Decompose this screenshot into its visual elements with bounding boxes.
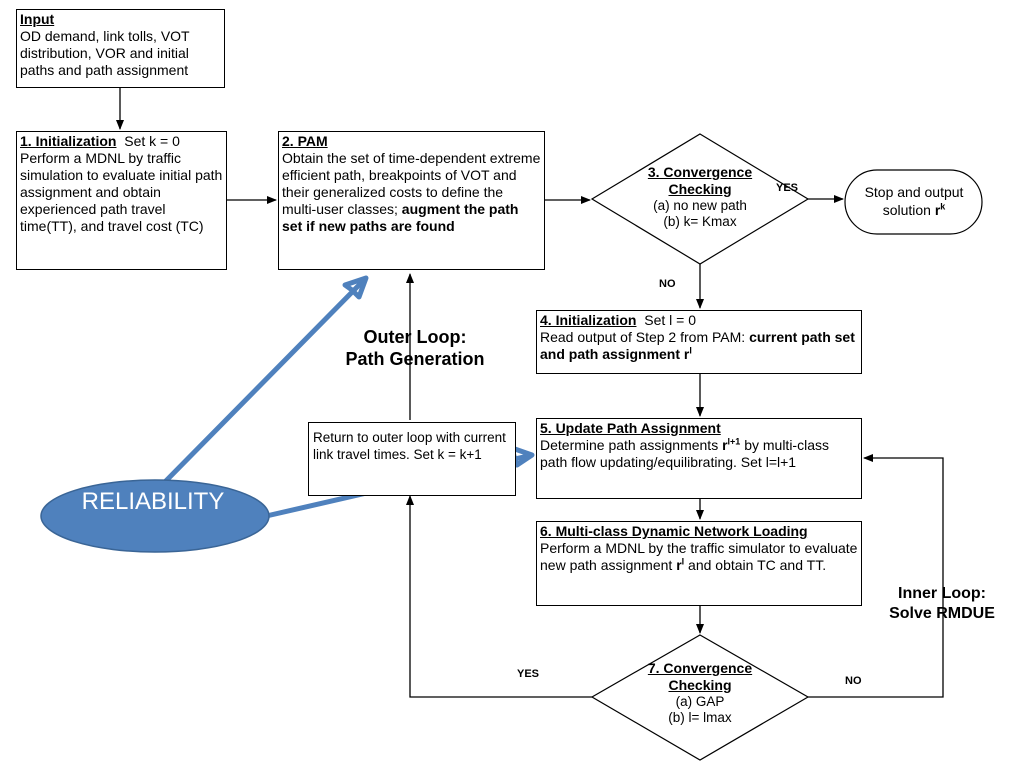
- step7-convergence-text: 7. Convergence Checking (a) GAP (b) l= l…: [615, 660, 785, 726]
- step3-convergence-text: 3. Convergence Checking (a) no new path …: [615, 164, 785, 230]
- step6-title: 6. Multi-class Dynamic Network Loading: [540, 523, 808, 539]
- step7-title-line2: Checking: [668, 677, 732, 693]
- step3-title-line2: Checking: [668, 181, 732, 197]
- step6-network-loading-box: 6. Multi-class Dynamic Network Loading P…: [536, 521, 862, 606]
- step6-sup: l: [681, 556, 685, 567]
- input-text: OD demand, link tolls, VOT distribution,…: [20, 28, 190, 78]
- step3-title-line1: 3. Convergence: [647, 164, 753, 180]
- step5-r: r: [722, 437, 728, 453]
- reliability-arrow-to-pam: [152, 278, 366, 495]
- step4-title: 4. Initialization: [540, 312, 637, 328]
- step6-r: r: [676, 557, 682, 573]
- decision-diamond-step7: [590, 634, 810, 761]
- arrow-step7-no-to-step5: [808, 454, 944, 698]
- no-label-bottom: NO: [845, 675, 862, 687]
- stop-r: r: [934, 202, 941, 218]
- stop-sup: k: [940, 201, 946, 212]
- arrow-step7-yes-to-return: [406, 495, 592, 698]
- step5-update-path-assignment-box: 5. Update Path Assignment Determine path…: [536, 418, 862, 499]
- inner-loop-line1: Inner Loop:: [898, 585, 986, 602]
- outer-loop-line1: Outer Loop:: [363, 327, 467, 347]
- step4-sup: l: [689, 345, 692, 356]
- outer-loop-label: Outer Loop: Path Generation: [340, 326, 490, 370]
- step3-cond-a: (a) no new path: [653, 198, 747, 213]
- inner-loop-label: Inner Loop: Solve RMDUE: [872, 584, 1012, 624]
- yes-label-top: YES: [776, 182, 799, 194]
- stop-text: Stop and output solution: [864, 184, 964, 218]
- reliability-ellipse: [40, 479, 270, 553]
- step6-text-a: Perform a MDNL by the traffic simulator …: [540, 540, 858, 573]
- stop-output-text: Stop and output solution rk: [848, 183, 980, 219]
- inner-loop-line2: Solve RMDUE: [889, 605, 995, 622]
- step2-text-bold: augment the path set if new paths are fo…: [282, 201, 519, 234]
- step4-initialization-box: 4. Initialization Set l = 0 Read output …: [536, 310, 862, 374]
- step5-text-a: Determine path assignments: [540, 437, 723, 453]
- step4-text: Read output of Step 2 from PAM:: [540, 329, 750, 345]
- stop-terminal-shape: [844, 169, 983, 235]
- step5-sup: l+1: [727, 436, 741, 447]
- step7-cond-b: (b) l= lmax: [668, 710, 732, 725]
- step5-title: 5. Update Path Assignment: [540, 420, 721, 436]
- yes-label-bottom: YES: [517, 668, 540, 680]
- input-box: Input OD demand, link tolls, VOT distrib…: [16, 9, 225, 88]
- reliability-label: RELIABILITY: [81, 488, 225, 515]
- step4-title-suffix: Set l = 0: [636, 312, 697, 328]
- step1-title-suffix: Set k = 0: [116, 133, 180, 149]
- step7-title-line1: 7. Convergence: [647, 660, 753, 676]
- step2-text: Obtain the set of time-dependent extreme…: [282, 150, 541, 217]
- return-text: Return to outer loop with current link t…: [313, 430, 506, 462]
- return-to-outer-loop-box: Return to outer loop with current link t…: [308, 422, 516, 496]
- input-title: Input: [20, 11, 55, 27]
- step1-initialization-box: 1. Initialization Set k = 0 Perform a MD…: [16, 131, 227, 270]
- step4-text-bold: current path set and path assignment r: [540, 329, 855, 362]
- step3-cond-b: (b) k= Kmax: [663, 214, 737, 229]
- no-label-mid: NO: [659, 278, 676, 290]
- step6-text-b: and obtain TC and TT.: [684, 557, 827, 573]
- step1-text: Perform a MDNL by traffic simulation to …: [20, 150, 223, 234]
- step2-pam-box: 2. PAM Obtain the set of time-dependent …: [278, 131, 545, 270]
- step1-title: 1. Initialization: [20, 133, 117, 149]
- step2-title: 2. PAM: [282, 133, 328, 149]
- step5-text-b: by multi-class path flow updating/equili…: [540, 437, 829, 470]
- step7-cond-a: (a) GAP: [675, 694, 725, 709]
- outer-loop-line2: Path Generation: [345, 349, 485, 369]
- reliability-arrowhead-pam: [342, 275, 369, 300]
